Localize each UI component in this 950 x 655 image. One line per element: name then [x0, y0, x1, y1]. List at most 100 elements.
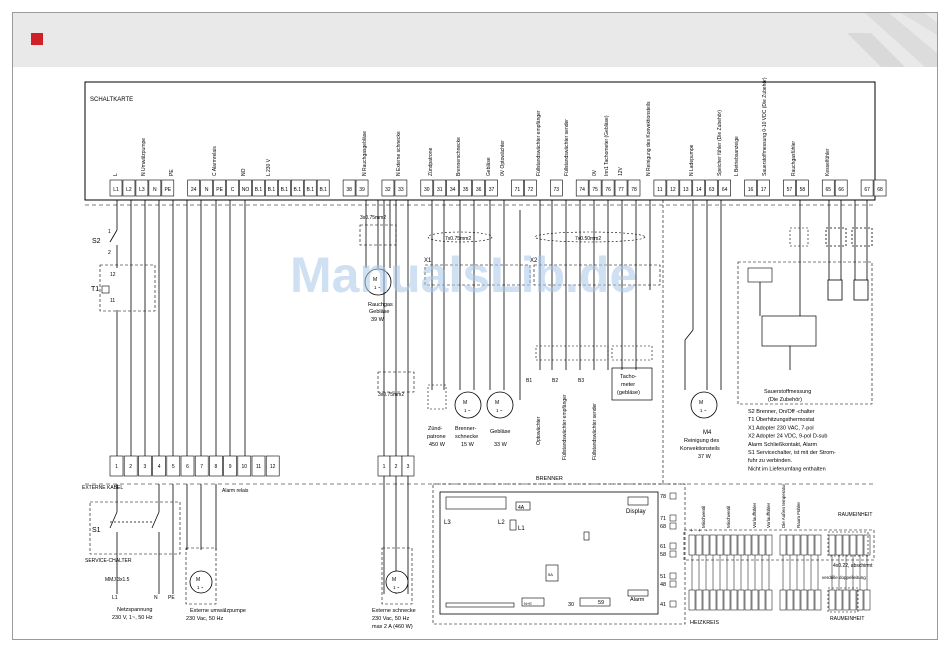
- x1-connector: [424, 264, 531, 286]
- terminal-box: [135, 179, 149, 197]
- legend-line: S2 Brenner, On/Off -chalter: [748, 409, 815, 415]
- strip-terminal-label: 3: [144, 464, 147, 470]
- strip-terminal-label: 5: [172, 464, 175, 470]
- brand-square-icon: [31, 33, 43, 45]
- terminal-box: [161, 179, 175, 197]
- schnecke-wires: [383, 200, 409, 594]
- strip-terminal: [209, 455, 223, 477]
- strip-terminal: [152, 455, 166, 477]
- terminal-label: 17: [761, 187, 767, 193]
- b-ne: N+E: [524, 601, 532, 606]
- terminal-label: 38: [346, 187, 352, 193]
- netz-n: N: [154, 595, 158, 601]
- heiz-terminal-bottom: [695, 589, 703, 611]
- heiz-terminal-bottom: [863, 589, 871, 611]
- b-l3: L3: [444, 520, 451, 526]
- board-outline: [84, 81, 876, 201]
- terminal-label: 37: [489, 187, 495, 193]
- schnecke-title: Externe schnecke: [372, 608, 416, 614]
- heiz-terminal-bottom: [800, 589, 808, 611]
- legend-line: fuhr zu verbinden.: [748, 458, 792, 464]
- brenner-pin-box: [669, 492, 677, 500]
- rauchgas-label-2: Gebläse: [369, 309, 390, 315]
- sauerstoff-box: [737, 261, 873, 405]
- terminal-label: 12: [670, 187, 676, 193]
- terminal-label: PE: [164, 187, 171, 193]
- heiz-terminal-bottom: [716, 589, 724, 611]
- servicechalter-label: SERVICE-CHALTER: [85, 558, 132, 564]
- terminal-label: NO: [242, 187, 250, 193]
- terminal-box: [239, 179, 252, 197]
- top-label: L 230 V: [266, 158, 272, 176]
- heiz-terminal-bottom: [737, 589, 745, 611]
- top-label: Brennerschnecke: [456, 137, 462, 176]
- b3: B3: [578, 378, 584, 384]
- s1-label: S1: [92, 527, 101, 534]
- top-label: Speicher fühler (Die Zubehör): [717, 110, 723, 176]
- brenner-m: M: [463, 400, 467, 406]
- heizkreis-title: HEIZKREIS: [690, 620, 719, 626]
- terminal-label: B.1: [319, 187, 327, 193]
- rauchgas-wires: [365, 200, 391, 268]
- terminal-box: [834, 179, 848, 197]
- strip-terminal-label: 7: [200, 464, 203, 470]
- sensor-plug-row: [535, 345, 609, 361]
- externe-kabel-label: EXTERNE KABEL: [82, 485, 123, 491]
- terminal-box: [744, 179, 757, 197]
- raum-bottom: RAUMEINHEIT: [830, 616, 864, 622]
- m4-wires: [684, 200, 722, 390]
- terminal-box: [511, 179, 524, 197]
- brenner-pin: 58: [660, 552, 666, 558]
- heiz-terminal: [737, 534, 745, 556]
- schnecke-m: M: [392, 577, 396, 583]
- heiz-terminal-bottom: [814, 589, 822, 611]
- brenner-pin: 61: [660, 544, 666, 550]
- heiz-terminal: [709, 534, 717, 556]
- terminal-label: 14: [696, 187, 702, 193]
- heiz-column-label: Die Außen temperatur: [781, 483, 786, 528]
- terminal-label: L1: [113, 187, 119, 193]
- heiz-terminal: [814, 534, 822, 556]
- heiz-terminal: [786, 534, 794, 556]
- top-label: Füllstandswächter sender: [564, 119, 570, 176]
- terminal-box: [549, 179, 563, 197]
- terminal-box: [187, 179, 200, 197]
- heiz-column-label: Raum Fühler: [796, 501, 801, 528]
- cable-4: 3x0.75mm2: [378, 392, 404, 398]
- document-frame: [12, 12, 938, 640]
- legend-line: X2 Adopter 24 VDC, 9-pol D-sub: [748, 434, 828, 440]
- top-label: C Alarmrelais: [212, 146, 218, 176]
- netz-value: 230 V, 1~, 50 Hz: [112, 615, 153, 621]
- heiz-terminal-bottom: [807, 589, 815, 611]
- brenner-pin-box: [669, 542, 677, 550]
- strip-terminal: [237, 455, 252, 477]
- s2-label: S2: [92, 238, 101, 245]
- heiz-terminal: [702, 534, 710, 556]
- heiz-polarity: +: [690, 528, 693, 534]
- terminal-box: [679, 179, 693, 197]
- terminal-label: 34: [450, 187, 456, 193]
- brenner-display: Display: [626, 509, 646, 515]
- top-label: L: [113, 173, 119, 176]
- umwaelz-title: Externe umwälzpumpe: [190, 608, 246, 614]
- left-wires: [109, 200, 246, 456]
- heiz-cable: 4x0.22, abschirmt: [833, 563, 873, 569]
- header-band: [13, 13, 937, 67]
- strip-terminal-label: 12: [270, 464, 276, 470]
- terminal-box: [783, 179, 796, 197]
- terminal-box: [757, 179, 770, 197]
- terminal-label: 68: [877, 187, 883, 193]
- heiz-terminal: [856, 534, 864, 556]
- terminal-label: 30: [424, 187, 430, 193]
- geblaese-motor-icon: M 1 ~: [486, 391, 514, 419]
- top-label: L Betriebsanzeige: [734, 136, 740, 176]
- legend-line: Alarm Schließkontakt, Alarm: [748, 442, 817, 448]
- schnecke-ac: 1 ~: [393, 585, 400, 590]
- sauerstoff-sensor-icon: [747, 267, 773, 283]
- o2-1: Sauerstoffmessung: [764, 389, 811, 395]
- heiz-terminal: [828, 534, 836, 556]
- terminal-label: 11: [657, 187, 662, 193]
